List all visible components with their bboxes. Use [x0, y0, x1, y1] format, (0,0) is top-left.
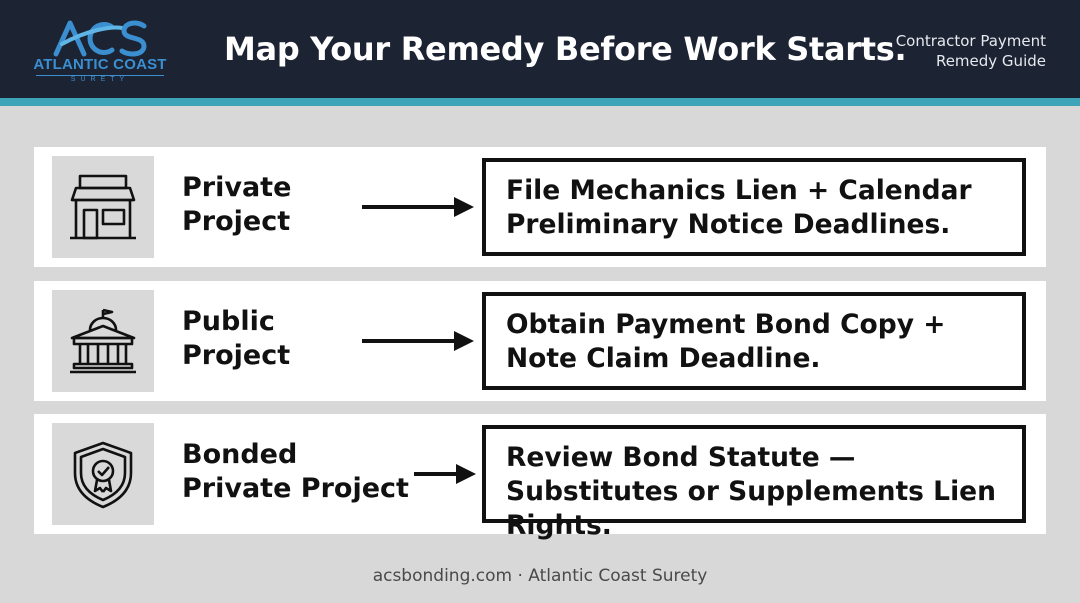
- icon-tile: [52, 290, 154, 392]
- government-building-icon: [70, 308, 136, 374]
- project-type-line2: Private Project: [182, 473, 409, 504]
- project-type-line1: Bonded: [182, 439, 298, 470]
- header-bar: ATLANTIC COAST SURETY Map Your Remedy Be…: [0, 0, 1080, 98]
- remedy-text: File Mechanics Lien + Calendar Prelimina…: [506, 175, 972, 240]
- remedy-box: Review Bond Statute — Substitutes or Sup…: [482, 425, 1026, 541]
- project-type-line2: Project: [182, 340, 291, 371]
- guide-label-line1: Contractor Payment: [895, 32, 1046, 50]
- accent-stripe: [0, 98, 1080, 106]
- remedy-text: Review Bond Statute — Substitutes or Sup…: [506, 442, 996, 541]
- guide-label: Contractor Payment Remedy Guide: [896, 31, 1046, 71]
- icon-tile: [52, 423, 154, 525]
- remedy-row-public: Public Project Obtain Payment Bond Copy …: [34, 281, 1046, 401]
- page-title: Map Your Remedy Before Work Starts.: [224, 30, 907, 68]
- remedy-row-bonded-private: Bonded Private Project Review Bond Statu…: [34, 414, 1046, 541]
- arrow-right-icon: [362, 331, 474, 351]
- guide-label-line2: Remedy Guide: [935, 52, 1046, 70]
- arrow-right-icon: [362, 197, 474, 217]
- icon-tile: [52, 156, 154, 258]
- acs-logo-mark-icon: [53, 20, 147, 57]
- shield-badge-icon: [73, 441, 133, 509]
- project-type-line1: Public: [182, 306, 275, 337]
- logo-name: ATLANTIC COAST: [33, 56, 167, 73]
- project-type-line1: Private: [182, 172, 292, 203]
- remedy-text: Obtain Payment Bond Copy + Note Claim De…: [506, 309, 946, 374]
- arrow-right-icon: [414, 464, 476, 484]
- remedy-box: File Mechanics Lien + Calendar Prelimina…: [482, 158, 1026, 256]
- project-type-line2: Project: [182, 206, 291, 237]
- project-type-label: Private Project: [182, 171, 291, 239]
- project-type-label: Bonded Private Project: [182, 438, 409, 506]
- logo-divider: [36, 75, 164, 76]
- company-logo[interactable]: ATLANTIC COAST SURETY: [30, 18, 170, 84]
- project-type-label: Public Project: [182, 305, 290, 373]
- remedy-row-private: Private Project File Mechanics Lien + Ca…: [34, 147, 1046, 267]
- remedy-box: Obtain Payment Bond Copy + Note Claim De…: [482, 292, 1026, 390]
- logo-subtitle: SURETY: [70, 76, 130, 83]
- footer-credit[interactable]: acsbonding.com · Atlantic Coast Surety: [372, 566, 708, 586]
- storefront-icon: [70, 174, 136, 240]
